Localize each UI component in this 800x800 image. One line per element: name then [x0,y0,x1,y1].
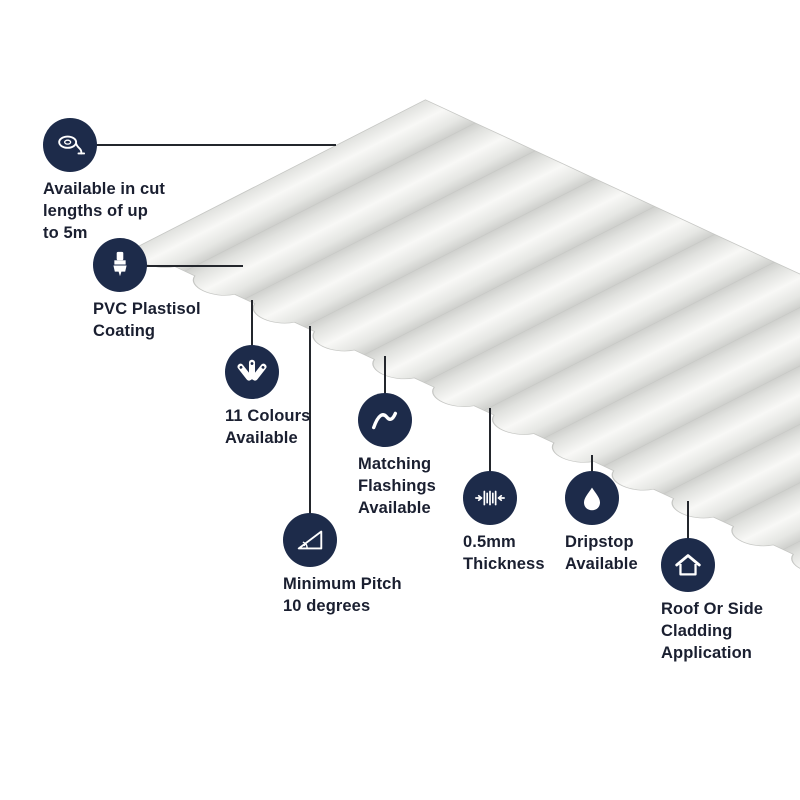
water-droplet-icon [584,487,600,511]
house-roof-icon [675,554,701,576]
paintbrush-icon [113,251,127,277]
feature-badge [283,513,337,567]
callout-flashings: Matching Flashings Available [358,393,518,519]
callout-pitch: Minimum Pitch 10 degrees [283,513,443,618]
flashing-sheet-icon [372,411,398,430]
feature-badge [463,471,517,525]
feature-label: Minimum Pitch 10 degrees [283,575,402,615]
feature-badge [93,238,147,292]
tape-measure-icon [58,135,86,155]
feature-label: Available in cut lengths of up to 5m [43,180,166,242]
feature-badge [358,393,412,447]
feature-label: Matching Flashings Available [358,455,436,517]
callout-thickness: 0.5mm Thickness [463,471,623,576]
colour-fan-icon [237,359,267,381]
callout-dripstop: Dripstop Available [565,471,725,576]
corrugation-trough-lines [184,122,800,578]
feature-label: Roof Or Side Cladding Application [661,600,764,662]
feature-badge [661,538,715,592]
callout-cut-lengths: Available in cut lengths of up to 5m [43,118,203,244]
corrugated-sheet [132,99,800,583]
feature-label: 0.5mm Thickness [463,533,545,573]
callout-coating: PVC Plastisol Coating [93,238,253,343]
feature-label: Dripstop Available [565,533,638,573]
feature-badge [225,345,279,399]
callout-colours: 11 Colours Available [225,345,385,450]
feature-label: 11 Colours Available [225,407,311,447]
feature-label: PVC Plastisol Coating [93,300,201,340]
pitch-angle-icon [297,530,323,550]
feature-badge [43,118,97,172]
feature-badge [565,471,619,525]
thickness-arrows-icon [475,490,505,506]
callout-cladding: Roof Or Side Cladding Application [661,538,800,664]
